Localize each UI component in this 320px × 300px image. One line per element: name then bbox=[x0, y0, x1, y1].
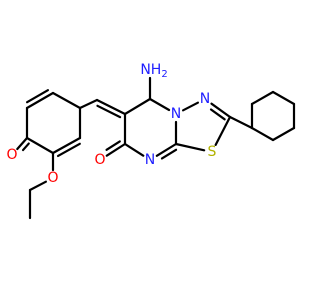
bond-c2-cyclohexyl bbox=[228, 115, 254, 130]
n-bridgehead-label: N bbox=[171, 106, 181, 122]
bond-cy-6 bbox=[250, 126, 275, 142]
bond-n3-c2 bbox=[210, 102, 232, 119]
bond-ring-2-2 bbox=[25, 89, 50, 104]
bond-exocyclic-2 bbox=[96, 104, 122, 119]
n-pyrimidine-label: N bbox=[145, 152, 155, 168]
o-carbonyl-label: O bbox=[94, 152, 105, 168]
bond-oether-ch2 bbox=[28, 180, 48, 192]
bond-c7-o bbox=[105, 142, 127, 157]
bond-n8-c7 bbox=[123, 142, 145, 157]
sulfur-label: S bbox=[208, 144, 217, 160]
bond-n3-c2-2 bbox=[209, 108, 226, 121]
bond-c8a-n8-2 bbox=[160, 148, 178, 160]
bond-c2-s bbox=[214, 115, 232, 146]
bond-ketone-2 bbox=[21, 142, 30, 152]
nh2-label: NH2 bbox=[140, 62, 167, 80]
o-ether-label: O bbox=[47, 170, 58, 186]
bond-ring-5-2 bbox=[56, 142, 81, 158]
bond-c6-c5 bbox=[123, 97, 152, 116]
bond-c5-n4 bbox=[148, 97, 171, 112]
bond-cy-3 bbox=[271, 90, 296, 106]
bond-ring-5 bbox=[51, 136, 82, 155]
bond-ch-ring bbox=[78, 98, 99, 110]
n-thiadiazole-label: N bbox=[200, 91, 210, 107]
bond-ring-2 bbox=[25, 91, 55, 110]
bond-n4-n3 bbox=[182, 101, 199, 112]
bond-c8a-n8 bbox=[155, 142, 178, 157]
bond-cy-2 bbox=[250, 90, 275, 106]
bond-ring-1 bbox=[51, 91, 82, 110]
bond-s-c8a bbox=[174, 142, 206, 152]
o-ketone-label: O bbox=[6, 147, 17, 163]
bond-ketone bbox=[16, 136, 29, 151]
bond-ring-4 bbox=[25, 136, 55, 155]
bond-cy-5 bbox=[271, 126, 296, 142]
bond-c7-o-2 bbox=[105, 140, 121, 151]
nh2-label-subscript: 2 bbox=[161, 69, 167, 80]
bond-exocyclic bbox=[95, 98, 127, 116]
